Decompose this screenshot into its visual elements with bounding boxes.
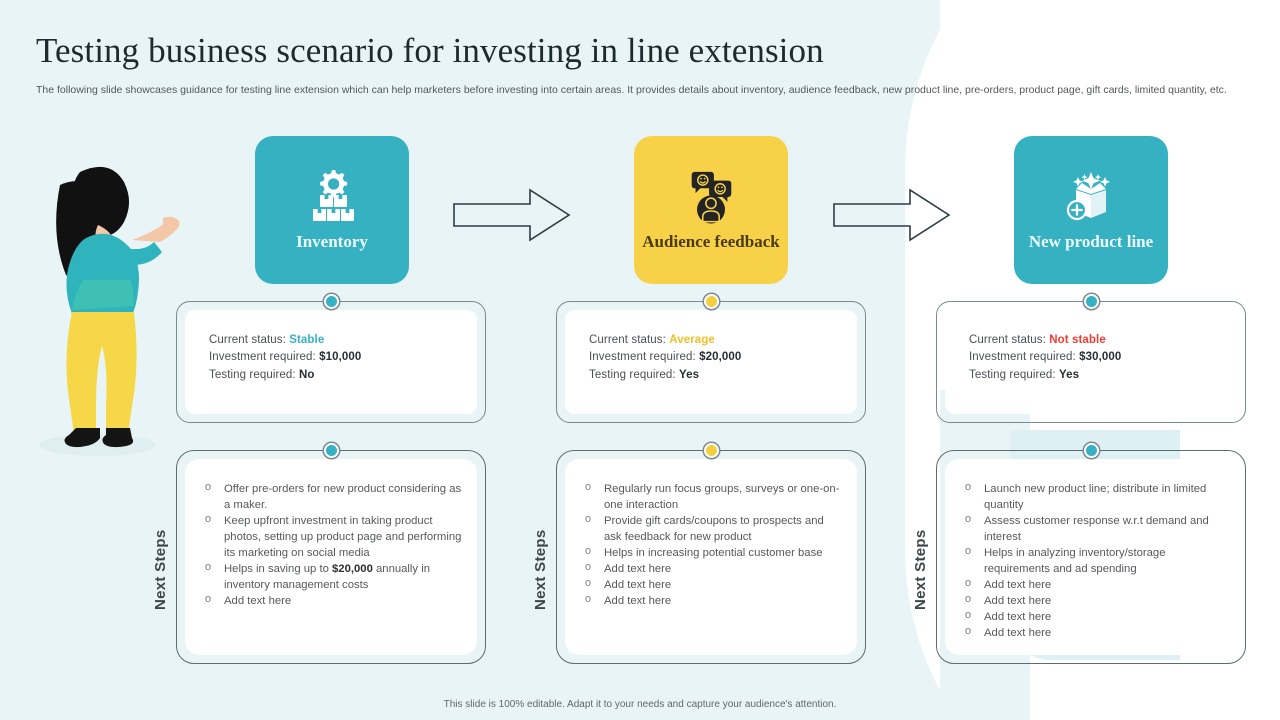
label-investment-required: Investment required: xyxy=(589,351,696,364)
status-line-investment: Investment required: $20,000 xyxy=(589,349,857,366)
step-text: Add text here xyxy=(604,579,672,592)
list-item: Regularly run focus groups, surveys or o… xyxy=(583,480,843,513)
label-investment-required: Investment required: xyxy=(969,351,1076,364)
connector-node-steps-3 xyxy=(1084,443,1099,458)
step-text: Add text here xyxy=(604,595,672,608)
column-header-audience-feedback[interactable]: Audience feedback xyxy=(634,136,788,284)
next-steps-label-2: Next Steps xyxy=(532,529,549,610)
label-testing-required: Testing required: xyxy=(589,368,676,381)
steps-list-1: Offer pre-orders for new product conside… xyxy=(203,480,463,609)
value-testing-required: Yes xyxy=(1059,368,1080,381)
connector-node-steps-2 xyxy=(704,443,719,458)
value-investment-required: $30,000 xyxy=(1079,351,1122,364)
step-text: Add text here xyxy=(984,627,1052,640)
status-line-current: Current status: Average xyxy=(589,332,857,349)
steps-list-2: Regularly run focus groups, surveys or o… xyxy=(583,480,843,609)
feedback-person-icon xyxy=(680,168,742,226)
list-item: Launch new product line; distribute in l… xyxy=(963,480,1223,513)
status-card-inventory: Current status: Stable Investment requir… xyxy=(176,301,486,423)
status-line-testing: Testing required: Yes xyxy=(969,367,1237,384)
step-text: Offer pre-orders for new product conside… xyxy=(224,483,462,512)
list-item: Add text here xyxy=(583,576,843,593)
next-steps-label-1: Next Steps xyxy=(152,529,169,610)
column-title: Inventory xyxy=(296,231,368,251)
status-line-investment: Investment required: $10,000 xyxy=(209,349,477,366)
gear-boxes-icon xyxy=(301,168,363,226)
list-item: Keep upfront investment in taking produc… xyxy=(203,512,463,561)
step-text: Add text here xyxy=(984,611,1052,624)
step-text: Regularly run focus groups, surveys or o… xyxy=(604,483,840,512)
label-current-status: Current status: xyxy=(209,334,286,346)
steps-card-new-product-line: Launch new product line; distribute in l… xyxy=(936,450,1246,664)
page-subtitle: The following slide showcases guidance f… xyxy=(36,84,1227,96)
arrow-right-icon-1 xyxy=(453,188,571,242)
status-line-testing: Testing required: Yes xyxy=(589,367,857,384)
list-item: Add text here xyxy=(583,560,843,577)
list-item: Helps in analyzing inventory/storage req… xyxy=(963,544,1223,577)
label-testing-required: Testing required: xyxy=(969,368,1056,381)
next-steps-label-3: Next Steps xyxy=(912,529,929,610)
connector-node-status-3 xyxy=(1084,294,1099,309)
step-text: Keep upfront investment in taking produc… xyxy=(224,515,462,560)
step-text: Helps in increasing potential customer b… xyxy=(604,547,823,560)
value-current-status: Average xyxy=(669,334,715,346)
value-investment-required: $10,000 xyxy=(319,351,362,364)
open-box-sparkle-icon xyxy=(1060,168,1122,226)
list-item: Add text here xyxy=(963,624,1223,641)
column-title: Audience feedback xyxy=(642,231,780,251)
list-item: Provide gift cards/coupons to prospects … xyxy=(583,512,843,545)
list-item: Assess customer response w.r.t demand an… xyxy=(963,512,1223,545)
value-current-status: Not stable xyxy=(1049,334,1106,346)
list-item: Add text here xyxy=(963,576,1223,593)
list-item: Add text here xyxy=(963,608,1223,625)
step-text: Helps in analyzing inventory/storage req… xyxy=(984,547,1166,576)
steps-card-audience-feedback: Regularly run focus groups, surveys or o… xyxy=(556,450,866,664)
page-title: Testing business scenario for investing … xyxy=(36,31,824,70)
value-investment-required: $20,000 xyxy=(699,351,742,364)
list-item: Add text here xyxy=(963,592,1223,609)
step-text: Add text here xyxy=(224,595,292,608)
label-testing-required: Testing required: xyxy=(209,368,296,381)
column-header-inventory[interactable]: Inventory xyxy=(255,136,409,284)
step-text: Add text here xyxy=(984,595,1052,608)
label-current-status: Current status: xyxy=(969,334,1046,346)
step-text: Helps in saving up to $20,000 annually i… xyxy=(224,563,431,592)
footer-note: This slide is 100% editable. Adapt it to… xyxy=(443,699,837,710)
status-card-audience-feedback: Current status: Average Investment requi… xyxy=(556,301,866,423)
list-item: Helps in increasing potential customer b… xyxy=(583,544,843,561)
list-item: Add text here xyxy=(583,592,843,609)
status-line-investment: Investment required: $30,000 xyxy=(969,349,1237,366)
steps-list-3: Launch new product line; distribute in l… xyxy=(963,480,1223,641)
label-current-status: Current status: xyxy=(589,334,666,346)
status-line-current: Current status: Not stable xyxy=(969,332,1237,349)
status-line-current: Current status: Stable xyxy=(209,332,477,349)
label-investment-required: Investment required: xyxy=(209,351,316,364)
value-testing-required: No xyxy=(299,368,315,381)
step-text: Launch new product line; distribute in l… xyxy=(984,483,1207,512)
slide-header: Testing business scenario for investing … xyxy=(36,30,1246,98)
connector-node-status-2 xyxy=(704,294,719,309)
column-header-new-product-line[interactable]: New product line xyxy=(1014,136,1168,284)
connector-node-status-1 xyxy=(324,294,339,309)
list-item: Helps in saving up to $20,000 annually i… xyxy=(203,560,463,593)
connector-node-steps-1 xyxy=(324,443,339,458)
step-text: Add text here xyxy=(984,579,1052,592)
arrow-right-icon-2 xyxy=(833,188,951,242)
status-line-testing: Testing required: No xyxy=(209,367,477,384)
steps-card-inventory: Offer pre-orders for new product conside… xyxy=(176,450,486,664)
status-card-new-product-line: Current status: Not stable Investment re… xyxy=(936,301,1246,423)
step-text: Assess customer response w.r.t demand an… xyxy=(984,515,1209,544)
column-title: New product line xyxy=(1028,231,1154,251)
list-item: Add text here xyxy=(203,592,463,609)
step-text: Add text here xyxy=(604,563,672,576)
list-item: Offer pre-orders for new product conside… xyxy=(203,480,463,513)
person-illustration xyxy=(40,166,180,456)
value-current-status: Stable xyxy=(289,334,325,346)
step-text: Provide gift cards/coupons to prospects … xyxy=(604,515,824,544)
value-testing-required: Yes xyxy=(679,368,700,381)
